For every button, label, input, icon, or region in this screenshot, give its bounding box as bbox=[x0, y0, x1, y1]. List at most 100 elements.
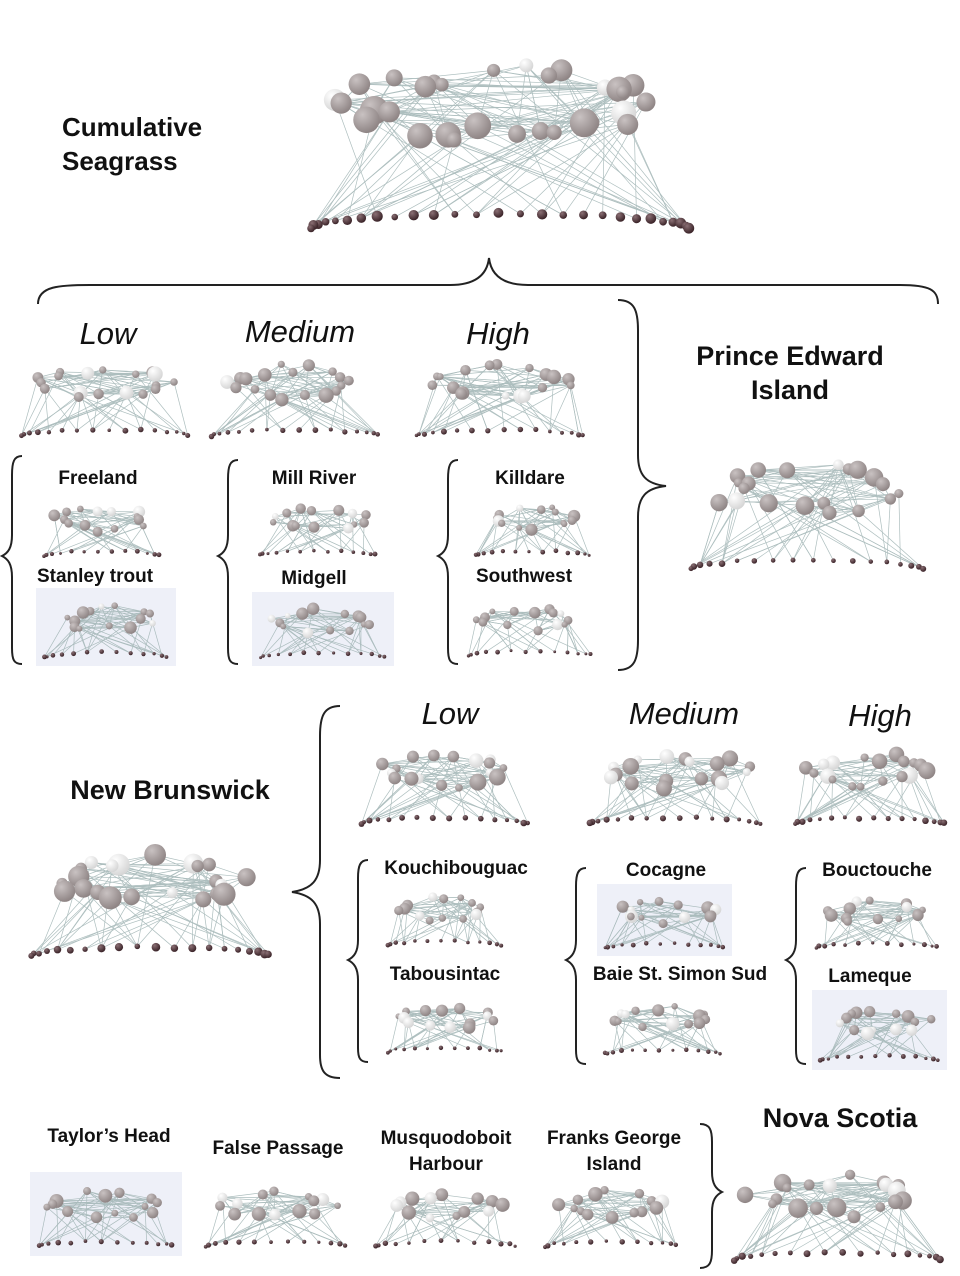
species-node bbox=[603, 770, 618, 785]
species-node bbox=[141, 1202, 149, 1210]
edges bbox=[260, 608, 385, 658]
network-pei bbox=[688, 459, 927, 572]
species-node bbox=[917, 1253, 923, 1258]
species-node bbox=[734, 558, 740, 563]
species-node bbox=[827, 1197, 847, 1218]
species-node bbox=[718, 1052, 722, 1056]
species-node bbox=[753, 820, 759, 826]
species-node bbox=[516, 210, 524, 218]
species-node bbox=[132, 370, 140, 378]
species-node bbox=[615, 212, 626, 222]
species-node bbox=[330, 92, 352, 114]
species-node bbox=[436, 373, 444, 381]
species-node bbox=[673, 900, 683, 910]
network-killdare bbox=[473, 504, 591, 557]
species-node bbox=[331, 217, 339, 225]
species-node bbox=[860, 753, 869, 762]
species-node bbox=[470, 908, 482, 921]
species-node bbox=[468, 753, 484, 768]
species-node bbox=[842, 815, 847, 820]
species-node bbox=[628, 815, 635, 821]
species-node bbox=[276, 652, 280, 657]
nb-level-low: Low bbox=[421, 696, 479, 731]
species-node bbox=[936, 1255, 944, 1264]
species-node bbox=[425, 1020, 436, 1031]
species-node bbox=[466, 1046, 470, 1050]
species-node bbox=[54, 371, 63, 381]
species-node bbox=[543, 1244, 548, 1250]
site-midgell: Midgell bbox=[281, 568, 347, 589]
species-node bbox=[644, 816, 649, 821]
species-node bbox=[312, 427, 319, 433]
species-node bbox=[533, 626, 543, 636]
species-node bbox=[665, 1017, 680, 1031]
species-node bbox=[655, 780, 672, 797]
species-node bbox=[809, 1201, 824, 1215]
species-node bbox=[82, 550, 86, 554]
species-node bbox=[638, 914, 645, 921]
species-node bbox=[658, 919, 668, 929]
species-node bbox=[706, 1049, 711, 1054]
species-node bbox=[748, 1253, 754, 1259]
species-node bbox=[843, 902, 856, 915]
species-node bbox=[847, 1210, 861, 1224]
species-node bbox=[225, 430, 231, 435]
species-node bbox=[924, 1056, 928, 1061]
species-node bbox=[53, 880, 76, 902]
species-node bbox=[328, 367, 337, 376]
network-nova-scotia bbox=[730, 1169, 944, 1264]
species-node bbox=[413, 939, 417, 943]
species-node bbox=[758, 821, 763, 826]
species-node bbox=[896, 770, 908, 783]
species-node bbox=[588, 1239, 594, 1245]
species-node bbox=[495, 1048, 499, 1053]
site-mill-river: Mill River bbox=[271, 468, 357, 489]
species-node bbox=[659, 749, 675, 764]
species-node bbox=[849, 1025, 860, 1036]
species-node bbox=[84, 649, 90, 655]
species-node bbox=[353, 106, 380, 134]
species-node bbox=[629, 1207, 639, 1218]
species-node bbox=[499, 943, 504, 948]
species-node bbox=[610, 1050, 616, 1055]
species-node bbox=[708, 942, 713, 947]
species-node bbox=[831, 558, 836, 564]
species-node bbox=[64, 519, 73, 528]
edges bbox=[604, 1005, 721, 1055]
species-node bbox=[824, 908, 838, 922]
species-node bbox=[569, 108, 599, 138]
species-node bbox=[407, 122, 433, 149]
species-node bbox=[390, 1199, 404, 1212]
species-node bbox=[373, 1243, 379, 1249]
species-node bbox=[458, 1205, 471, 1218]
species-node bbox=[436, 779, 448, 791]
species-node bbox=[378, 101, 400, 123]
species-node bbox=[164, 430, 170, 435]
species-node bbox=[890, 1251, 897, 1258]
species-node bbox=[105, 859, 119, 873]
species-node bbox=[96, 549, 100, 554]
species-node bbox=[28, 952, 35, 959]
species-node bbox=[296, 427, 303, 433]
species-node bbox=[326, 550, 330, 554]
nb-region: New Brunswick bbox=[70, 775, 270, 805]
species-node bbox=[569, 430, 574, 435]
species-node bbox=[306, 506, 317, 516]
species-node bbox=[83, 1239, 88, 1243]
species-node bbox=[302, 1239, 307, 1244]
network-kouchibouguac bbox=[385, 892, 504, 948]
species-node bbox=[309, 1208, 321, 1220]
species-node bbox=[478, 940, 482, 944]
species-node bbox=[462, 815, 469, 821]
species-node bbox=[494, 942, 499, 947]
species-node bbox=[42, 654, 47, 660]
species-node bbox=[922, 817, 929, 825]
species-node bbox=[438, 1045, 444, 1051]
nb-level-high: High bbox=[848, 698, 912, 733]
species-node bbox=[684, 1047, 689, 1052]
species-node bbox=[714, 775, 730, 791]
species-node bbox=[611, 944, 616, 949]
species-node bbox=[503, 620, 512, 630]
species-node bbox=[498, 519, 506, 527]
